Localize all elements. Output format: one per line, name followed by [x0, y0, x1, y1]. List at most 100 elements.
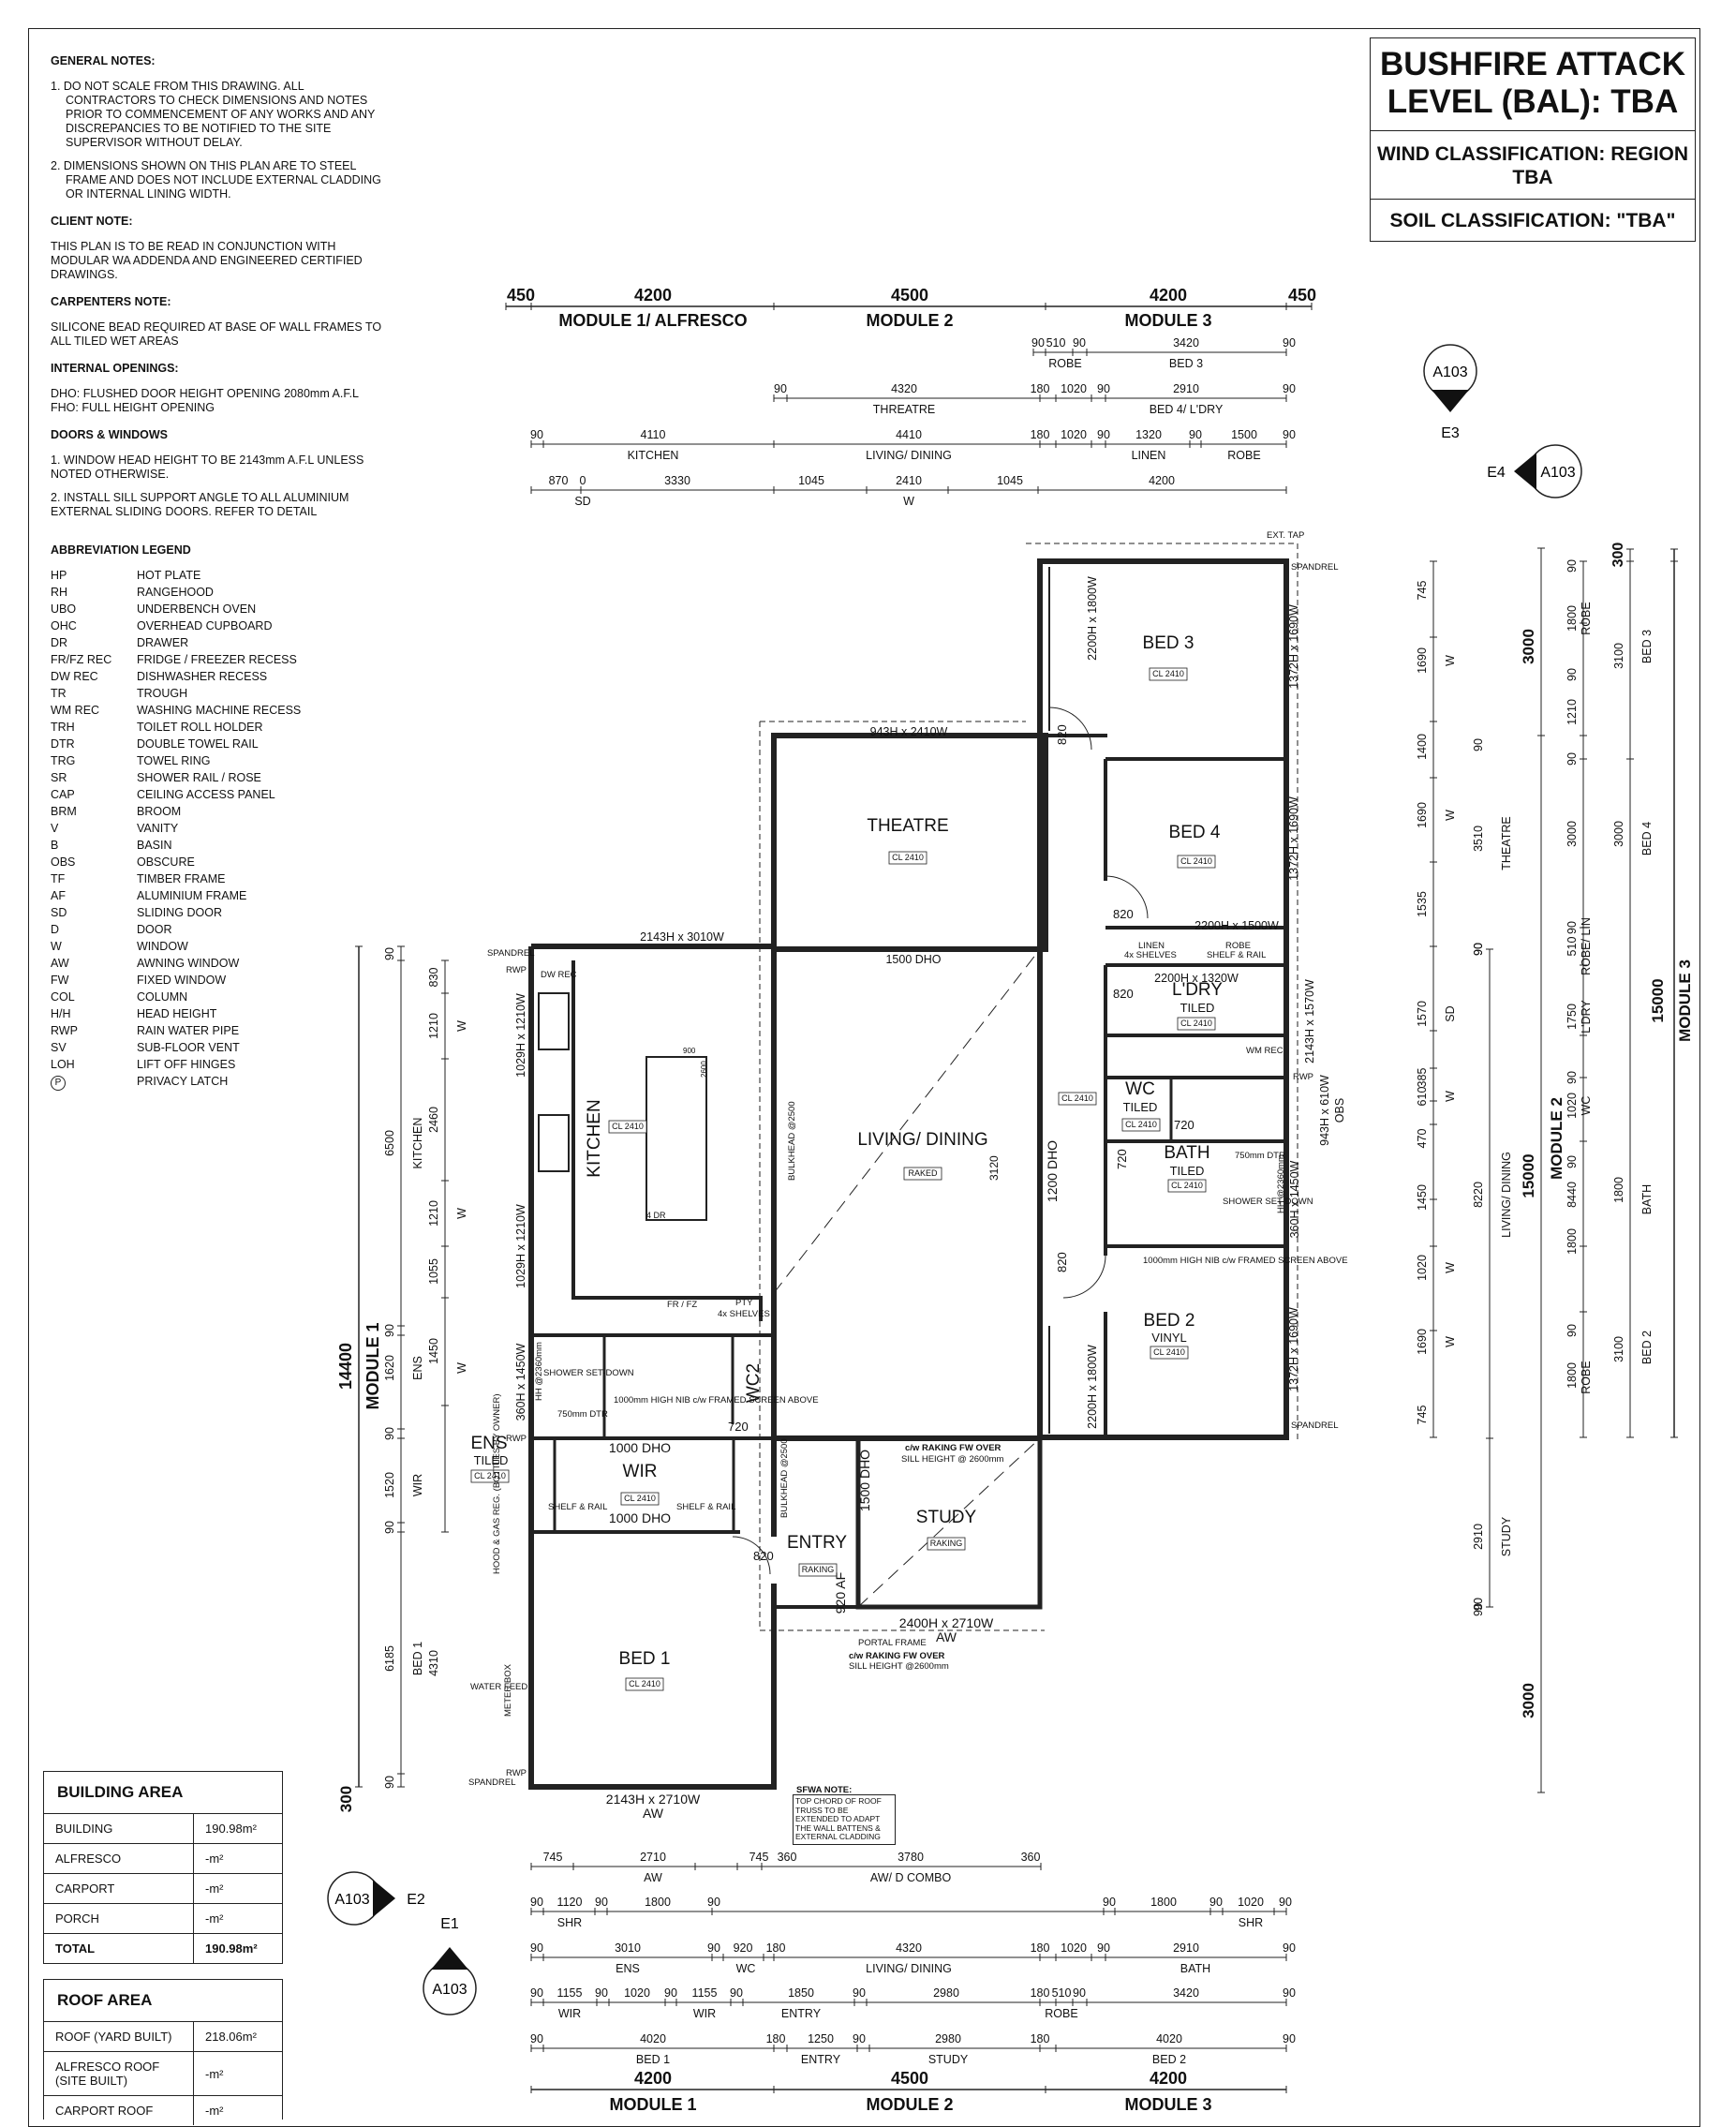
dimension-text: ENTRY	[781, 2007, 822, 2020]
area-label: TOTAL	[44, 1933, 194, 1963]
room-ldry: L'DRY	[1172, 980, 1223, 1000]
abbr-meaning: TIMBER FRAME	[137, 872, 226, 885]
opening-bed3-robe: 2200H x 1800W	[1086, 576, 1099, 661]
sfwa-note-heading: SFWA NOTE:	[796, 1785, 852, 1795]
wir-shelf-rail-left: SHELF & RAIL	[548, 1502, 607, 1512]
dimension-text: MODULE 2	[1548, 1097, 1565, 1180]
sill-height-note: SILL HEIGHT @ 2600mm	[901, 1454, 1004, 1465]
abbr-code: RWP	[51, 1024, 78, 1037]
dimension-text: 1210	[427, 1013, 440, 1039]
dimension-text: 90	[1283, 1941, 1296, 1955]
dimension-text: 90	[383, 1324, 396, 1337]
dimension-text: 90	[1279, 1896, 1292, 1909]
linen-shelves-note: 4x SHELVES	[1124, 950, 1177, 960]
abbr-code: AF	[51, 889, 66, 902]
bal-rating: BUSHFIRE ATTACK LEVEL (BAL): TBA	[1371, 38, 1695, 131]
client-note-heading: CLIENT NOTE:	[51, 215, 133, 228]
ceiling-tag: CL 2410	[624, 1494, 656, 1503]
rwp-note-2: RWP	[506, 965, 527, 975]
dimension-text: 3780	[898, 1851, 924, 1864]
dimension-text: LINEN	[1132, 449, 1166, 462]
dw-rec-note: DW REC	[541, 970, 577, 980]
dimension-text: ROBE	[1227, 449, 1260, 462]
abbr-meaning: UNDERBENCH OVEN	[137, 602, 257, 616]
marker-e1-ref: A103	[432, 1982, 467, 1998]
dimension-text: STUDY	[928, 2053, 969, 2066]
dimension-text: 90	[530, 428, 543, 441]
opening-laundry-door: 2200H x 1320W	[1154, 972, 1239, 985]
general-notes-panel: GENERAL NOTES: 1. DO NOT SCALE FROM THIS…	[51, 54, 388, 1091]
dimension-text: 90	[595, 1986, 608, 2000]
dimension-text: 1520	[383, 1472, 396, 1498]
dimension-text: SD	[574, 495, 590, 508]
dimension-text: 4020	[1156, 2032, 1182, 2045]
abbr-meaning: TOILET ROLL HOLDER	[137, 721, 263, 734]
dimension-text: 1500	[1231, 428, 1257, 441]
dimension-text: 15000	[1520, 1153, 1537, 1197]
room-living: LIVING/ DINING	[857, 1130, 987, 1150]
dimension-text: 4200	[1150, 2069, 1187, 2088]
abbr-code: UBO	[51, 602, 77, 616]
opening-1500-dho: 1500 DHO	[885, 953, 941, 966]
abbr-code: P	[51, 1075, 137, 1091]
dimension-text: MODULE 3	[1124, 2095, 1211, 2112]
dimension-text: ROBE	[1045, 2007, 1077, 2020]
dimension-text: ROBE/ LIN	[1580, 917, 1593, 975]
ceiling-tag-box	[1177, 855, 1216, 869]
dimension-text: 1690	[1416, 802, 1429, 828]
ceiling-tag: CL 2410	[629, 1679, 660, 1688]
dimension-text: 90	[383, 1427, 396, 1440]
dimension-text: 510	[1565, 937, 1579, 957]
abbr-code: B	[51, 839, 59, 852]
abbr-meaning: WINDOW	[137, 940, 188, 953]
dimension-text: 4320	[896, 1941, 922, 1955]
dimension-text: 2410	[896, 474, 922, 487]
dimension-text: 1800	[1612, 1177, 1625, 1203]
dimension-text: 3010	[615, 1941, 641, 1955]
sfwa-note-text: TOP CHORD OF ROOF TRUSS TO BE EXTENDED T…	[793, 1794, 896, 1845]
abbr-meaning: DISHWASHER RECESS	[137, 670, 268, 683]
dimension-text: 2980	[935, 2032, 961, 2045]
sill-height-note-2: SILL HEIGHT @2600mm	[849, 1661, 949, 1672]
ceiling-tag: CL 2410	[1171, 1181, 1203, 1190]
carpenters-note: SILICONE BEAD REQUIRED AT BASE OF WALL F…	[51, 320, 382, 348]
spandrel-note-3: SPANDREL	[487, 948, 535, 959]
ceiling-tag-box	[620, 1492, 660, 1506]
dimension-text: 90	[1073, 336, 1086, 350]
room-bed2-finish: VINYL	[1151, 1331, 1187, 1345]
dimension-text: 745	[749, 1851, 769, 1864]
dimension-text: KITCHEN	[628, 449, 679, 462]
dimension-text: 4200	[634, 286, 672, 305]
area-value: 218.06m²	[193, 2022, 282, 2052]
dimension-text: SHR	[1239, 1916, 1263, 1929]
dimension-text: W	[1444, 655, 1457, 666]
dimension-text: W	[903, 495, 914, 508]
dimension-text: AW/ D COMBO	[870, 1871, 952, 1884]
dimension-text: 90	[595, 1896, 608, 1909]
dimension-text: 360	[1021, 1851, 1041, 1864]
dimension-text: 3000	[1565, 821, 1579, 847]
dimension-text: 1020	[1061, 382, 1087, 395]
dimension-text: WC	[736, 1962, 756, 1975]
walls	[528, 543, 1298, 1790]
building-area-heading: BUILDING AREA	[44, 1772, 282, 1814]
abbr-meaning: RANGEHOOD	[137, 586, 214, 599]
soil-classification: SOIL CLASSIFICATION: "TBA"	[1389, 210, 1676, 231]
abbr-code: FW	[51, 974, 69, 987]
abbr-meaning: OVERHEAD CUPBOARD	[137, 619, 273, 632]
dimension-text: 8220	[1472, 1182, 1485, 1208]
dimension-text: BATH	[1640, 1184, 1654, 1214]
general-note-1: 1. DO NOT SCALE FROM THIS DRAWING. ALL C…	[51, 80, 376, 149]
dimension-text: 6185	[383, 1645, 396, 1672]
abbr-meaning: DOOR	[137, 923, 172, 936]
abbr-code: FR/FZ REC	[51, 653, 112, 666]
dimension-text: 90	[530, 1896, 543, 1909]
dimension-text: WIR	[558, 2007, 581, 2020]
ceiling-tag: CL 2410	[1125, 1120, 1157, 1129]
dimension-text: ENS	[616, 1962, 640, 1975]
opening-wc-obscure: OBS	[1333, 1098, 1346, 1123]
abbr-meaning: AWNING WINDOW	[137, 957, 240, 970]
